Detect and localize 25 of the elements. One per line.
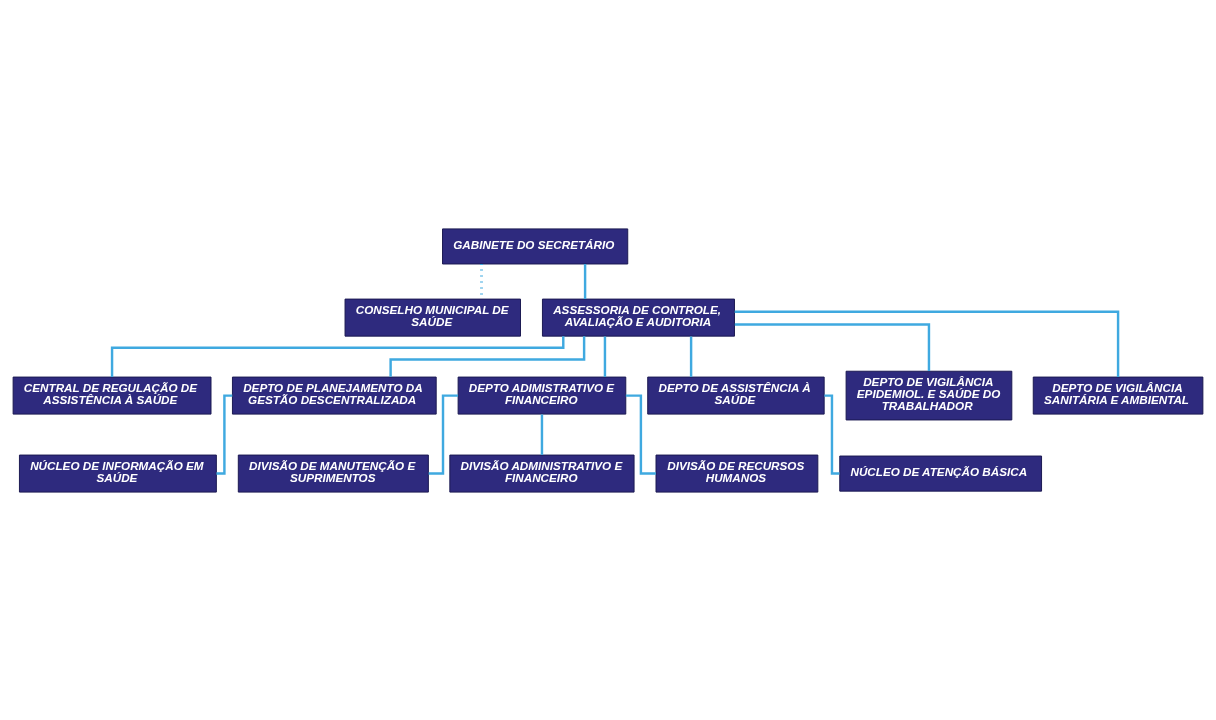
connector <box>428 393 459 475</box>
node-box: DEPTO DE ASSISTÊNCIA À SAÚDE <box>647 376 825 415</box>
connector <box>689 336 693 377</box>
node-box: DEPTO DE VIGILÂNCIA SANITÁRIA E AMBIENTAL <box>1032 376 1204 415</box>
connector <box>734 322 931 371</box>
node-box: GABINETE DO SECRETÁRIO <box>442 227 629 264</box>
node-box: DIVISÃO ADMINISTRATIVO E FINANCEIRO <box>449 454 635 493</box>
node-box: ASSESSORIA DE CONTROLE, AVALIAÇÃO E AUDITORIA <box>541 298 735 337</box>
node-box: DEPTO ADIMISTRATIVO E FINANCEIRO <box>457 376 627 415</box>
node-box: CONSELHO MUNICIPAL DE SAÚDE <box>344 298 521 337</box>
node-box: DEPTO DE VIGILÂNCIA EPIDEMIOL. E SAÚDE DO TRABALHADOR <box>845 370 1013 420</box>
connector <box>734 310 1120 377</box>
connector <box>583 263 587 299</box>
node-box: DIVISÃO DE RECURSOS HUMANOS <box>655 454 819 493</box>
connector <box>216 393 233 475</box>
connector <box>824 393 840 475</box>
connector <box>110 335 565 377</box>
connector <box>540 414 544 455</box>
node-box: NÚCLEO DE INFORMAÇÃO EM SAÚDE <box>18 454 217 493</box>
connector <box>603 336 607 377</box>
node-box: CENTRAL DE REGULAÇÃO DE ASSISTÊNCIA À SAÚDE <box>12 376 212 415</box>
node-box: DEPTO DE PLANEJAMENTO DA GESTÃO DESCENTRALIZADA <box>231 376 437 415</box>
node-box: DIVISÃO DE MANUTENÇÃO E SUPRIMENTOS <box>237 454 429 493</box>
node-box: NÚCLEO DE ATENÇÃO BÁSICA <box>839 455 1043 492</box>
connector <box>625 393 656 475</box>
